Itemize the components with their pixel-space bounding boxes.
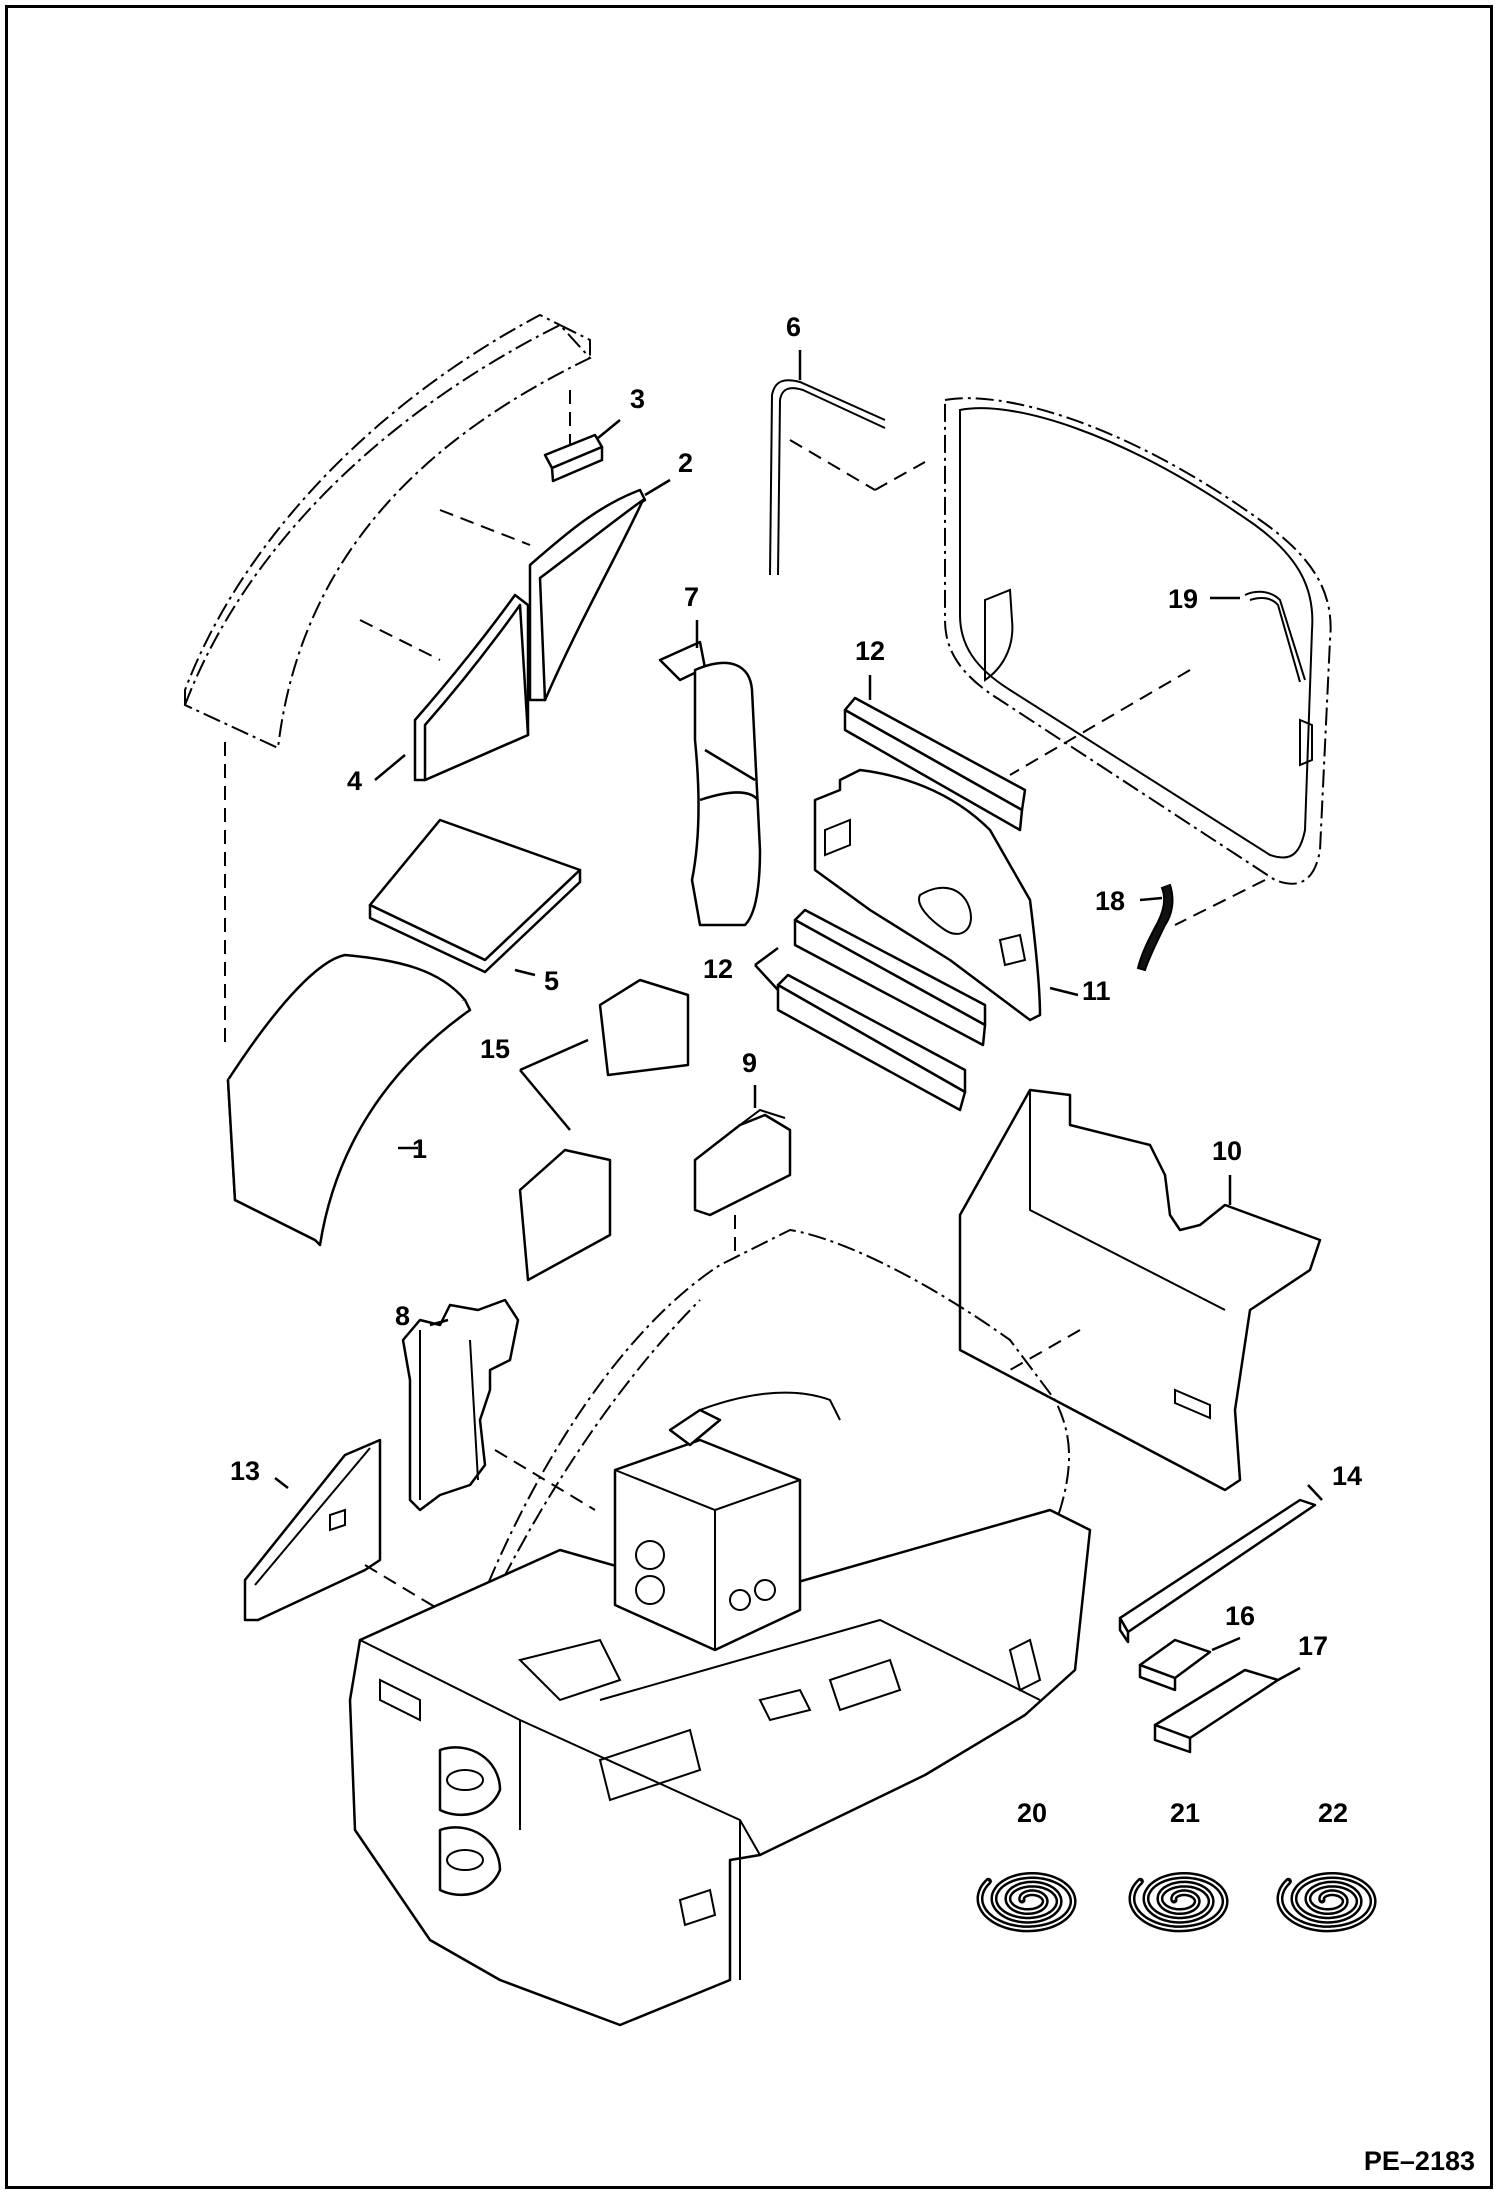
part-16-pad [1138,1638,1212,1692]
callout-labels: 1 2 3 4 5 6 7 8 9 10 11 12 12 13 14 15 1… [230,312,1362,1828]
callout-8: 8 [395,1301,410,1331]
callout-15: 15 [480,1034,510,1064]
leader-lines [274,350,1323,1682]
callout-6: 6 [786,312,801,342]
callout-18: 18 [1095,886,1125,916]
part-5-pad [368,818,582,974]
callout-21: 21 [1170,1798,1200,1828]
part-14-strip [1118,1498,1317,1644]
part-2-pad [528,488,647,702]
part-19-clip [1244,590,1306,683]
callout-7: 7 [684,582,699,612]
part-3-block [543,433,604,483]
callout-20: 20 [1017,1798,1047,1828]
part-12-strips-lower [776,908,987,1112]
part-10-panel [958,1088,1322,1492]
callout-19: 19 [1168,584,1198,614]
coil-20-highlight [979,1874,1075,1930]
callout-12-upper: 12 [855,636,885,666]
callout-5: 5 [544,966,559,996]
callout-17: 17 [1298,1631,1328,1661]
callout-16: 16 [1225,1601,1255,1631]
part-17-pad [1153,1668,1280,1754]
callout-10: 10 [1212,1136,1242,1166]
part-8-plate [401,1298,596,1512]
part-18-wire [1136,883,1174,972]
part-4-pad [413,593,530,782]
part-11-panel [813,768,1042,1022]
callout-4: 4 [347,766,362,796]
roof-panel-phantom [183,313,592,1050]
part-1-liner [226,953,472,1247]
callout-11: 11 [1082,976,1111,1006]
coil-22-highlight [1279,1874,1375,1930]
callout-1: 1 [412,1134,427,1164]
part-12-strip-upper [843,696,1027,832]
callout-9: 9 [742,1048,757,1078]
coils [976,1872,1377,1933]
machine-upperstructure [348,1228,1092,2027]
part-7-liner [658,640,762,927]
callout-12-lower: 12 [703,954,733,984]
callout-2: 2 [678,448,693,478]
callout-14: 14 [1332,1461,1362,1491]
callout-3: 3 [630,384,645,414]
drawing-code: PE–2183 [1364,2146,1475,2176]
coil-21-highlight [1131,1874,1227,1930]
drawing-border [5,5,1493,2189]
part-6-strip [769,379,926,576]
callout-22: 22 [1318,1798,1348,1828]
cab-rear-phantom [944,397,1332,926]
part-9-block [693,1108,792,1255]
part-15-pads [518,978,690,1282]
callout-13: 13 [230,1456,260,1486]
